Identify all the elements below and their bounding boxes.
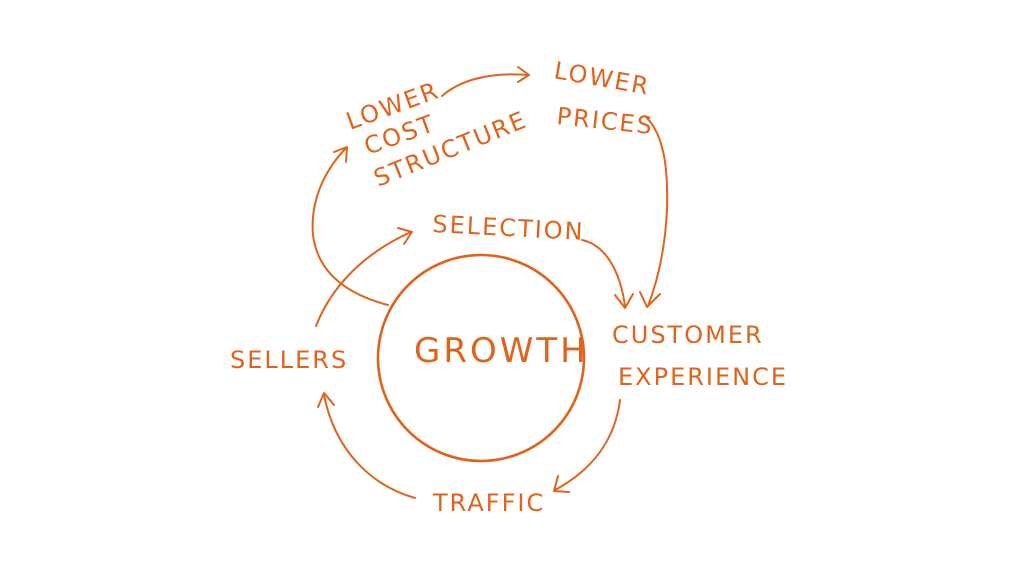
node-sellers: SELLERS <box>230 346 348 374</box>
node-label: LOWER <box>552 56 652 100</box>
node-label: PRICES <box>555 102 655 140</box>
arrow-selection-to-customer <box>581 239 634 309</box>
arrow-cost-to-prices <box>441 66 530 97</box>
node-lower-prices-2: PRICES <box>555 102 655 140</box>
node-customer: CUSTOMER <box>612 321 764 349</box>
node-lower-prices: LOWER <box>552 56 652 100</box>
node-label: SELECTION <box>432 210 586 246</box>
node-selection: SELECTION <box>432 210 586 246</box>
arrow-growth-to-cost <box>311 146 389 306</box>
arrow-traffic-to-sellers <box>317 392 416 499</box>
node-traffic: TRAFFIC <box>432 489 545 517</box>
growth-circle <box>376 253 586 463</box>
node-experience: EXPERIENCE <box>618 363 788 391</box>
growth-label: GROWTH <box>414 331 589 371</box>
arrow-prices-to-customer <box>639 115 669 308</box>
arrow-sellers-to-selection <box>315 227 413 327</box>
arrow-customer-to-traffic <box>553 399 621 493</box>
